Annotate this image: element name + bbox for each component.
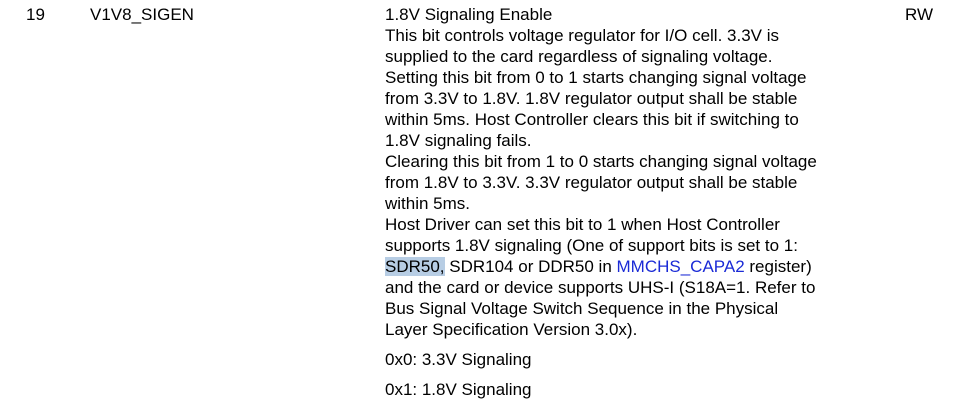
description-text: SDR104 or DDR50 in bbox=[444, 257, 617, 276]
description-line: supports 1.8V signaling (One of support … bbox=[385, 236, 798, 255]
description-line: within 5ms. bbox=[385, 194, 471, 213]
description-line: supplied to the card regardless of signa… bbox=[385, 47, 773, 66]
selected-text-highlight[interactable]: SDR50, bbox=[385, 257, 445, 276]
description-line: from 3.3V to 1.8V. 1.8V regulator output… bbox=[385, 89, 798, 108]
description-line: Setting this bit from 0 to 1 starts chan… bbox=[385, 68, 807, 87]
description-line: Host Driver can set this bit to 1 when H… bbox=[385, 215, 780, 234]
description-line: Layer Specification Version 3.0x). bbox=[385, 320, 638, 339]
description-line: Bus Signal Voltage Switch Sequence in th… bbox=[385, 299, 779, 318]
field-name: V1V8_SIGEN bbox=[90, 5, 194, 24]
description-line: and the card or device supports UHS-I (S… bbox=[385, 278, 816, 297]
field-description: 1.8V Signaling Enable This bit controls … bbox=[385, 4, 885, 400]
description-line: from 1.8V to 3.3V. 3.3V regulator output… bbox=[385, 173, 798, 192]
description-line: This bit controls voltage regulator for … bbox=[385, 26, 780, 45]
description-title: 1.8V Signaling Enable bbox=[385, 5, 553, 24]
description-line: Clearing this bit from 1 to 0 starts cha… bbox=[385, 152, 817, 171]
value-option-0x1: 0x1: 1.8V Signaling bbox=[385, 380, 532, 399]
value-option-0x0: 0x0: 3.3V Signaling bbox=[385, 350, 532, 369]
description-line-mixed: SDR50, SDR104 or DDR50 in MMCHS_CAPA2 re… bbox=[385, 256, 885, 277]
bit-number: 19 bbox=[26, 5, 45, 24]
register-link-mmchs-capa2[interactable]: MMCHS_CAPA2 bbox=[616, 257, 745, 276]
access-type: RW bbox=[905, 5, 934, 24]
description-line: within 5ms. Host Controller clears this … bbox=[385, 110, 799, 129]
description-text: register) bbox=[744, 257, 812, 276]
description-line: 1.8V signaling fails. bbox=[385, 131, 532, 150]
